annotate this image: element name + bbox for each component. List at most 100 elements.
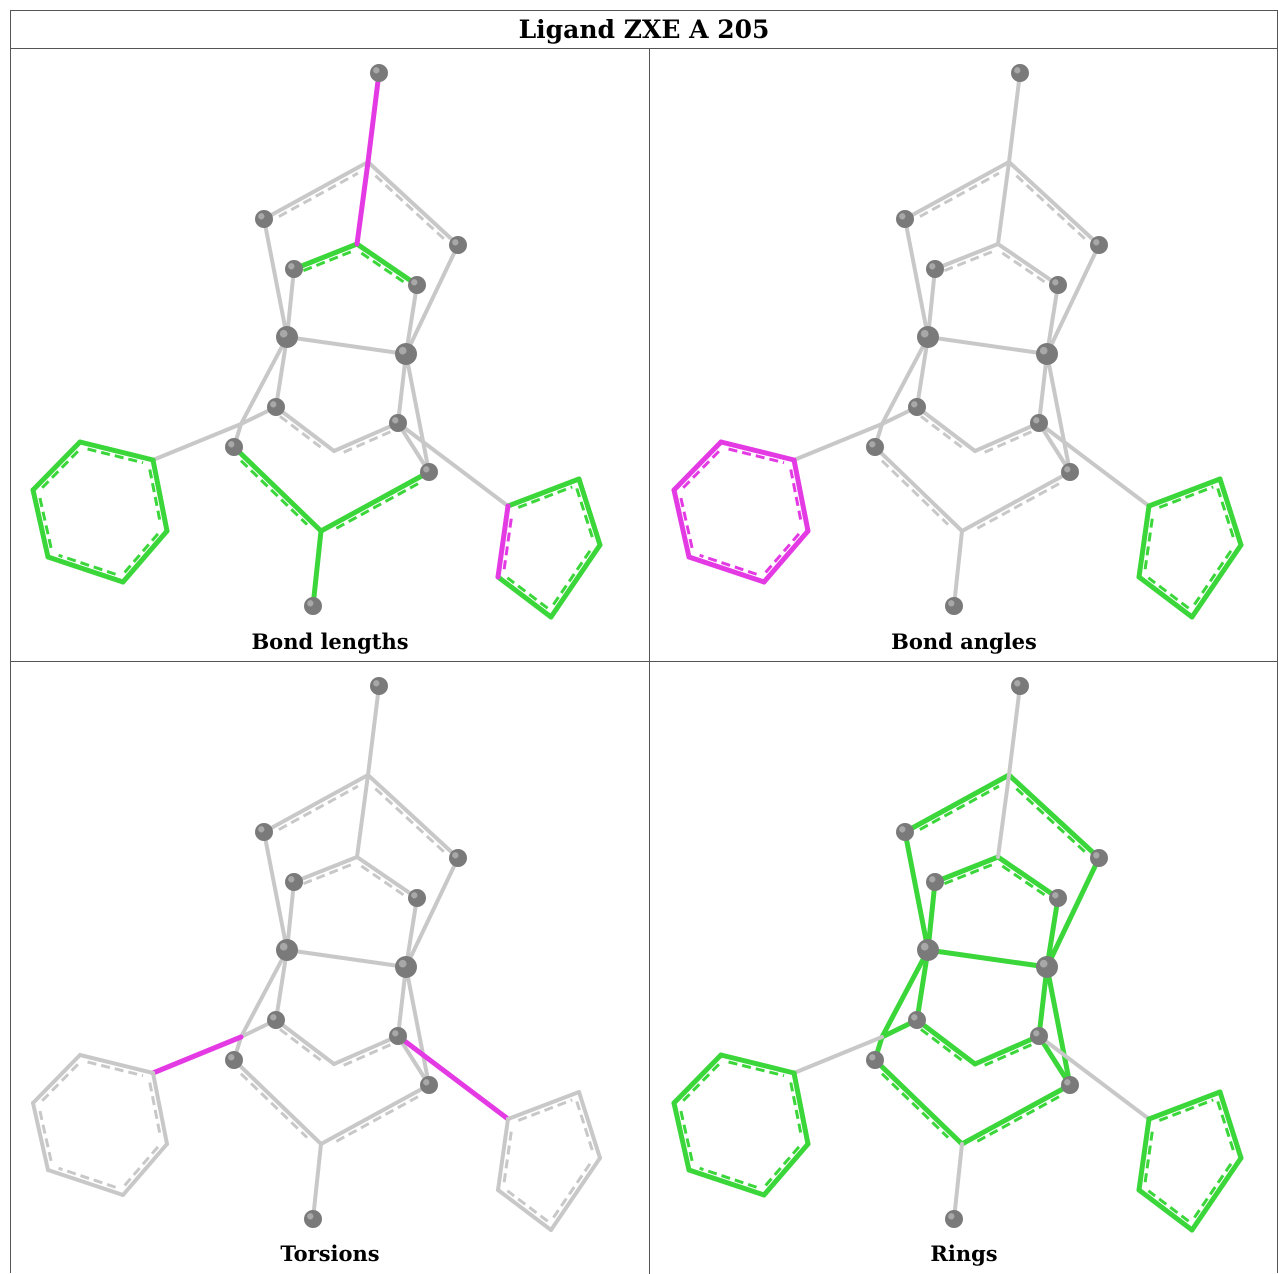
bond-rB-rC (576, 476, 603, 548)
bond-lD-lE (30, 487, 51, 560)
bond-dash-rD-rE (1147, 1189, 1190, 1223)
atom-highlight-br (423, 1079, 430, 1086)
atom-cl (276, 326, 298, 348)
bond-ml-mb (914, 1017, 978, 1067)
atom-highlight-top (1014, 680, 1021, 687)
bond-lD-lE (31, 1101, 50, 1172)
atom-ru (449, 849, 467, 867)
bond-hl-cl (285, 267, 296, 339)
atom-ml (267, 1011, 285, 1029)
bond-lF-lA (718, 1052, 797, 1076)
bond-dash-hc-hr (360, 251, 408, 286)
bond-dash-ml-mb (920, 1028, 966, 1064)
bond-hc-hr (354, 241, 420, 288)
bond-dash-lF-lA (728, 447, 785, 465)
bond-rD-rE (496, 1188, 553, 1232)
atom-hr (1049, 276, 1067, 294)
bond-hl-cl (285, 880, 296, 952)
atom-highlight-cr (1039, 346, 1048, 355)
bond-ll-lA (150, 1034, 244, 1076)
bond-rB-rC (1217, 476, 1244, 548)
bond-lu-cl (902, 829, 931, 953)
atom-highlight-ml (911, 1014, 918, 1021)
atom-highlight-cl (920, 329, 929, 338)
atom-highlight-lr (1033, 1030, 1040, 1037)
bond-ll-lA (151, 422, 243, 462)
bond-lE-lF (671, 439, 724, 493)
bond-bc-br (319, 1083, 431, 1146)
bond-hc-hr (996, 242, 1060, 287)
bond-cl-cr (285, 335, 408, 356)
bond-dash-lE-lF (682, 450, 721, 489)
bond-ru-cr (404, 856, 460, 969)
atom-highlight-ru (1093, 852, 1100, 859)
atom-top (370, 677, 388, 695)
atom-hr (408, 276, 426, 294)
bond-lE-lF (671, 1052, 724, 1106)
bond-dash-lA-lB (148, 1082, 162, 1137)
bond-hc-hr (355, 855, 419, 900)
bond-dash-mb-lr (343, 429, 393, 454)
bond-cl-ml (914, 947, 931, 1023)
bond-dash-lE-lF (682, 1063, 721, 1102)
bond-dash-ml-mb (279, 1028, 325, 1064)
bond-dash-lA-lB (148, 469, 162, 524)
bond-bc-br (959, 1082, 1073, 1147)
atom-lr (389, 1027, 407, 1045)
bond-dash-apex-ru (374, 787, 445, 853)
bond-dash-bl-bc (880, 459, 950, 526)
bond-dash-rB-rC (1216, 1100, 1236, 1153)
bond-hr-cr (1045, 283, 1060, 356)
atom-br (420, 1076, 438, 1094)
bond-ml-mb (915, 405, 977, 453)
bond-dash-ml-mb (279, 415, 325, 451)
bond-dash-bc-br (335, 482, 420, 530)
bond-apex-hc (996, 160, 1011, 246)
bond-dash-lD-lE (679, 496, 694, 549)
bond-dash-lC-lD (699, 553, 758, 576)
bond-ll-lA (792, 422, 884, 462)
bond-rA-rB (1146, 476, 1223, 509)
atom-top (370, 64, 388, 82)
atom-bot (304, 597, 322, 615)
atom-highlight-hr (1052, 279, 1059, 286)
bond-bc-bot (952, 529, 964, 608)
atom-bot (945, 597, 963, 615)
atom-highlight-hl (288, 263, 295, 270)
bond-lu-cl (262, 217, 289, 339)
bond-lr-br (1036, 1033, 1073, 1088)
bond-mb-lr (332, 421, 400, 453)
atom-lu (255, 823, 273, 841)
bond-apex-ru (366, 773, 460, 860)
bond-cr-lr (396, 352, 408, 425)
bond-dash-bl-bc (880, 1072, 950, 1139)
bond-rC-rD (549, 1156, 602, 1232)
atom-ml (908, 1011, 926, 1029)
bond-bl-bc (231, 444, 324, 534)
atom-hl (285, 260, 303, 278)
atom-highlight-br (423, 466, 430, 473)
bond-dash-lD-lE (679, 1109, 694, 1162)
bond-dash-mb-lr (984, 429, 1034, 454)
bond-dash-rC-rD (551, 1162, 592, 1220)
bond-hr-cr (1044, 895, 1061, 970)
bond-cl-ml (274, 948, 289, 1022)
atom-top (1011, 64, 1029, 82)
bond-dash-rA-rB (1158, 485, 1214, 509)
bond-apex-hc (354, 159, 371, 247)
bond-lr-rA (1037, 1034, 1151, 1121)
atom-hl (285, 873, 303, 891)
bond-cl-ml (274, 335, 289, 409)
bond-dash-lE-lF (41, 450, 80, 489)
atom-lu (255, 210, 273, 228)
bond-top-apex (1007, 684, 1022, 777)
bond-lu-cl (903, 217, 930, 339)
bond-lC-lD (686, 554, 767, 585)
bond-dash-lC-lD (58, 1166, 117, 1189)
figure-title: Ligand ZXE A 205 (11, 11, 1277, 49)
atom-lr (1030, 1027, 1048, 1045)
bond-dash-apex-ru (1015, 787, 1086, 853)
bond-lr-br (396, 421, 431, 474)
bond-dash-rE-rA (1143, 1128, 1155, 1183)
bond-dash-lB-lC (123, 532, 160, 574)
